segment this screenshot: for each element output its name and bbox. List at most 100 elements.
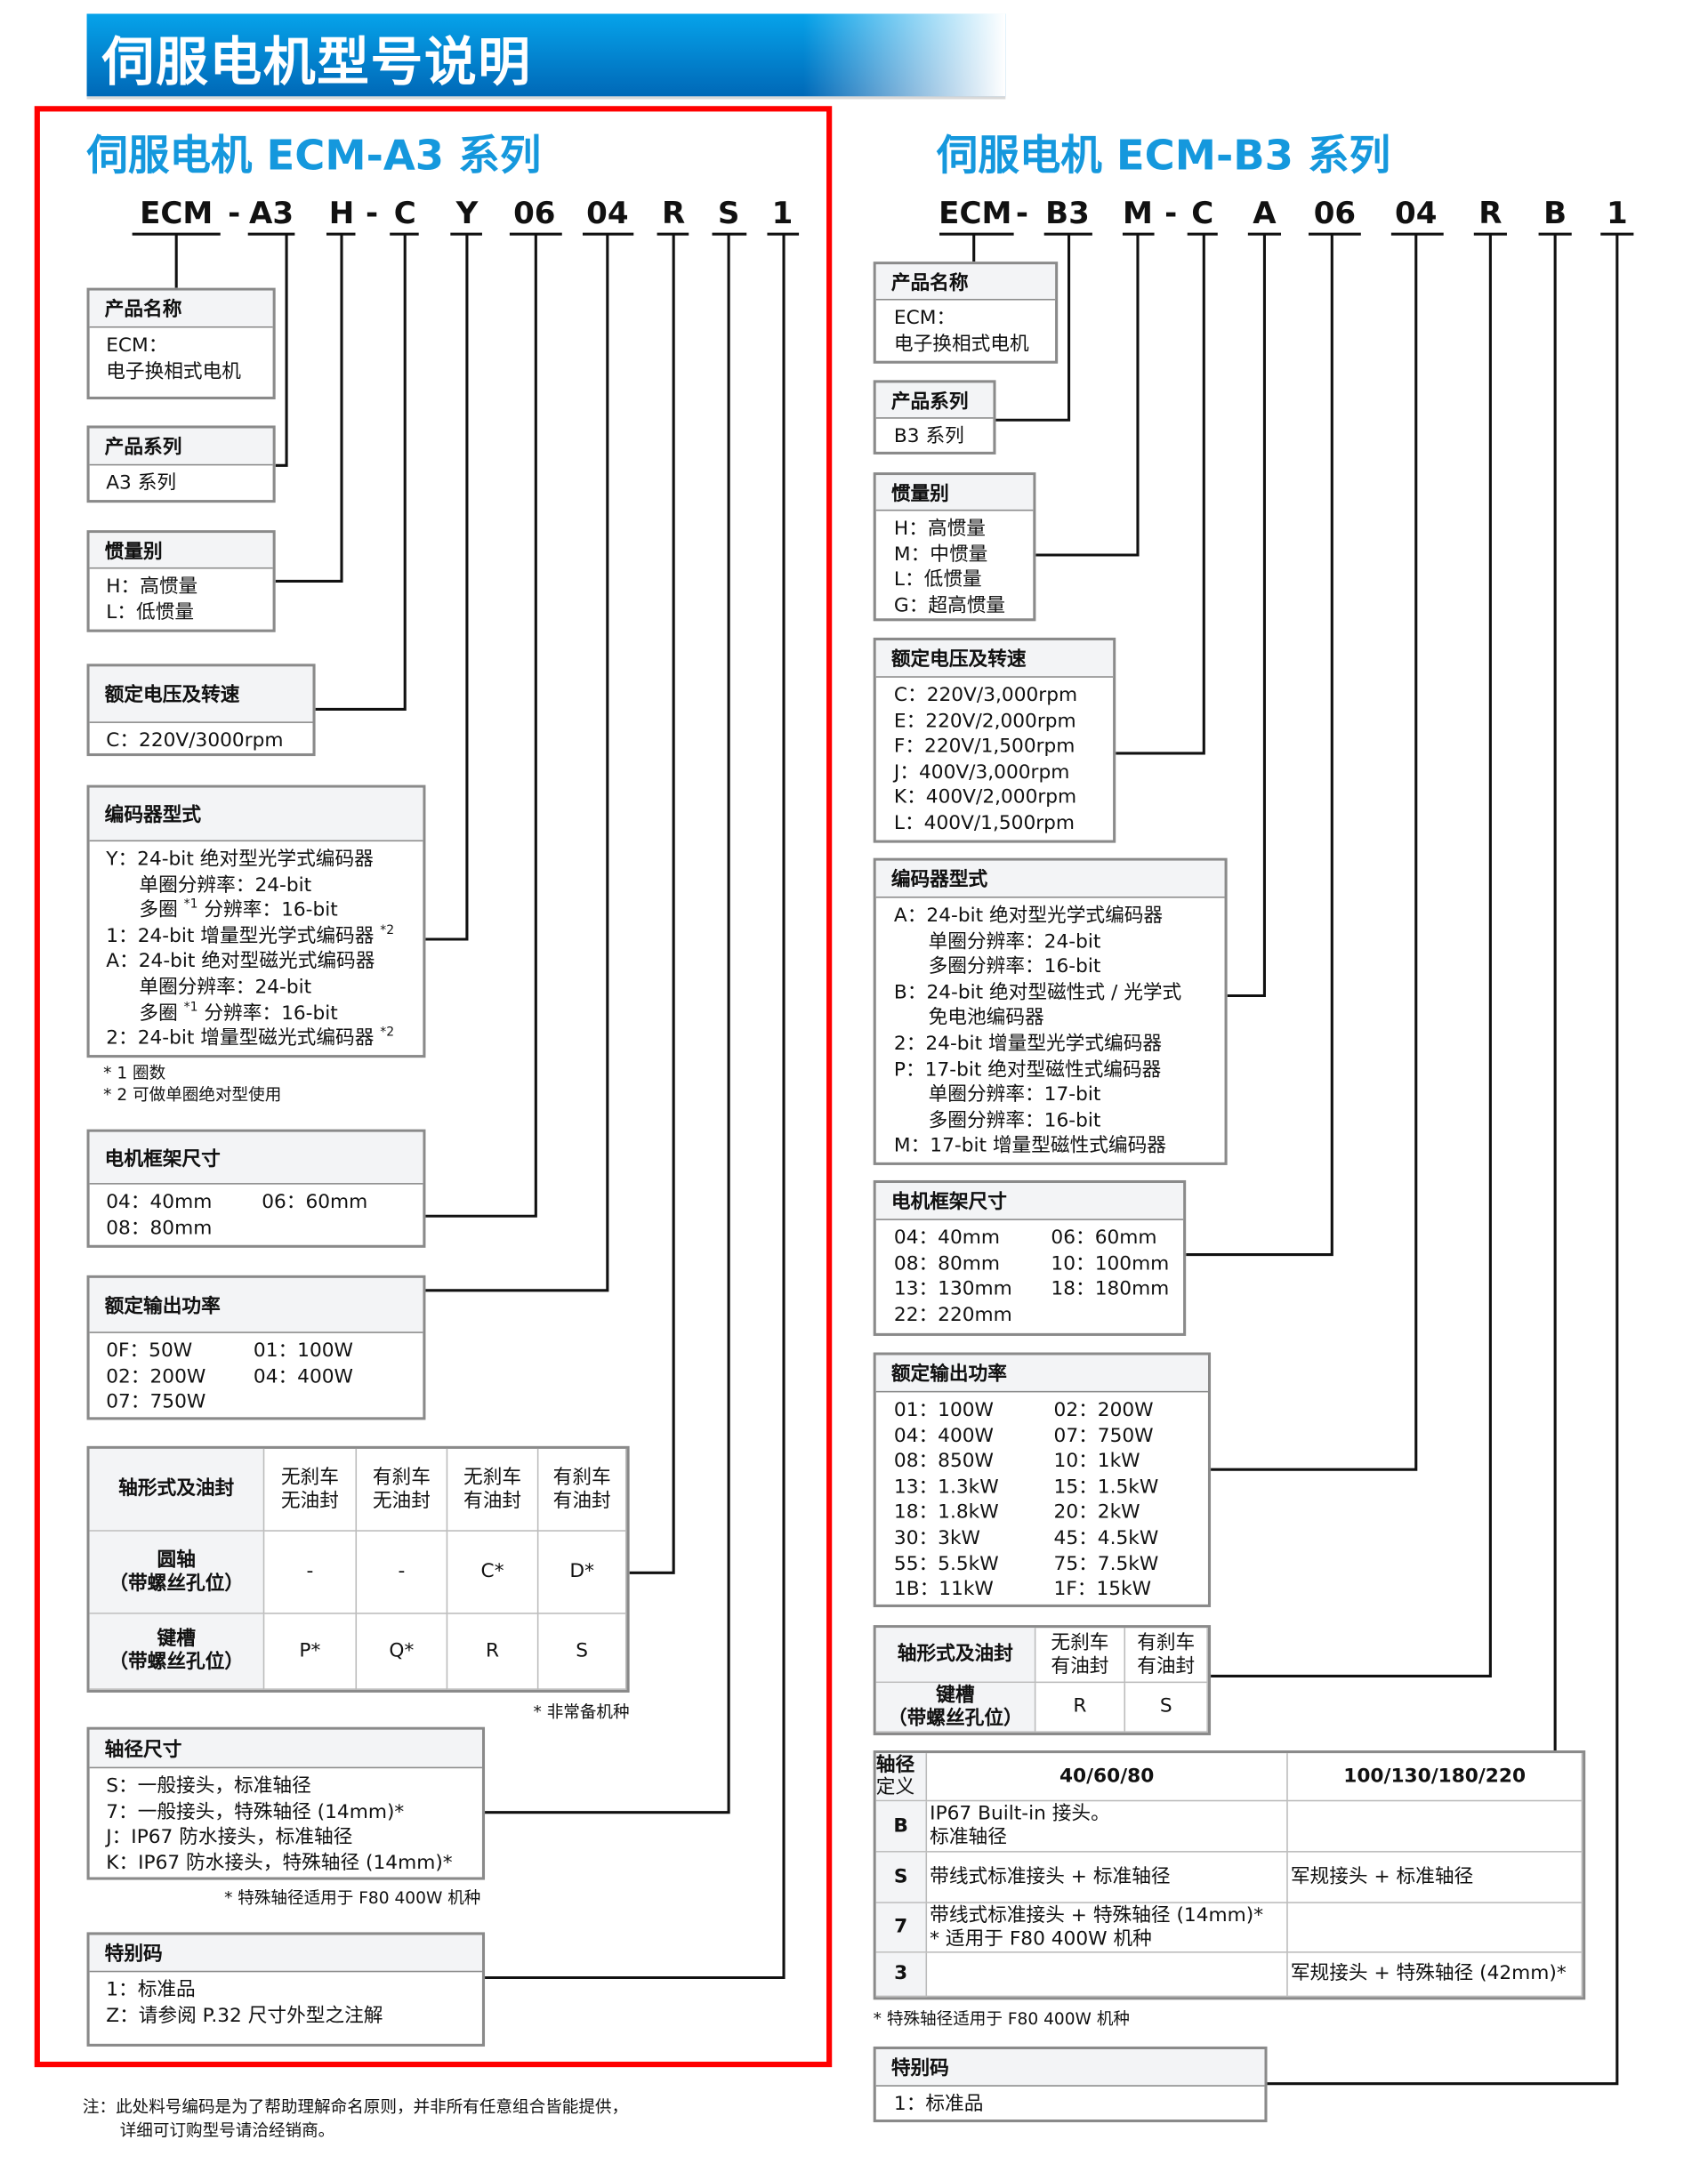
diameter-table-note: * 特殊轴径适用于 F80 400W 机种 xyxy=(873,2009,1131,2029)
connector-line xyxy=(425,234,609,1292)
line-text: J：400V/3,000rpm xyxy=(893,760,1070,784)
table-corner: 轴形式及油封 xyxy=(875,1628,1036,1684)
model-code-segment: M xyxy=(1123,197,1153,232)
encoder-note: * 1 圈数 xyxy=(103,1063,166,1083)
box-line: M：中惯量 xyxy=(894,542,1033,567)
line-text: A3 系列 xyxy=(106,472,177,495)
box-line: H：高惯量 xyxy=(894,517,1033,543)
footnote-mark: *1 xyxy=(183,897,198,913)
column-header: 有刹车无油封 xyxy=(357,1448,448,1532)
connector-line xyxy=(995,234,1071,422)
line-text: Z：请参阅 P.32 尺寸外型之注解 xyxy=(106,2004,383,2027)
shaft-table-note: * 非常备机种 xyxy=(533,1701,630,1722)
model-code-segment: B3 xyxy=(1045,197,1090,232)
table-corner: 轴径定义 xyxy=(875,1753,928,1802)
table-cell: P* xyxy=(264,1613,358,1690)
header-line: 无油封 xyxy=(280,1489,339,1512)
box-line: 2：24-bit 增量型光学式编码器 xyxy=(894,1032,1225,1058)
grid-item: 1B：11kW xyxy=(893,1578,994,1601)
box-body: B3 系列 xyxy=(876,419,994,450)
header-line: 有刹车 xyxy=(1137,1631,1196,1653)
table-cell: R xyxy=(447,1613,539,1690)
box-line: S：一般接头，标准轴径 xyxy=(106,1774,482,1799)
line-text: J：IP67 防水接头，标准轴径 xyxy=(106,1826,353,1849)
header-line: 有油封 xyxy=(1137,1654,1196,1677)
table-cell: Q* xyxy=(357,1613,448,1690)
footer-line: 详细可订购型号请洽经销商。 xyxy=(119,2120,335,2141)
line-text: L：低惯量 xyxy=(893,568,982,591)
line-text: 多圈 xyxy=(139,1002,184,1025)
box-line: B：24-bit 绝对型磁性式 / 光学式 xyxy=(894,980,1225,1006)
grid-item: 04：400W xyxy=(893,1424,995,1447)
box-line: J：IP67 防水接头，标准轴径 xyxy=(106,1825,482,1851)
box-line: 电子换相式电机 xyxy=(894,332,1055,358)
table-cell: 军规接头 + 特殊轴径 (42mm)* xyxy=(1287,1952,1583,1998)
table-cell: 军规接头 + 标准轴径 xyxy=(1287,1852,1583,1903)
model-code-segment: R xyxy=(1478,197,1503,232)
line-text: 1：24-bit 增量型光学式编码器 xyxy=(106,925,381,947)
line-text: 电子换相式电机 xyxy=(106,360,241,382)
box-body: 1：标准品 xyxy=(876,2087,1265,2118)
line-text: ECM： xyxy=(106,334,168,358)
grid-item: 06：60mm xyxy=(1051,1227,1157,1250)
line-text: 多圈分辨率：16-bit xyxy=(928,955,1101,978)
connector-line xyxy=(425,234,537,1218)
box-line: 1：24-bit 增量型光学式编码器 *2 xyxy=(106,924,423,950)
header-line: 有刹车 xyxy=(552,1466,611,1489)
box-series: 产品系列 B3 系列 xyxy=(873,380,996,455)
grid-item: 20：2kW xyxy=(1053,1501,1140,1524)
highlight-frame xyxy=(34,106,833,2068)
model-code-segment: A xyxy=(1253,197,1277,232)
connector-line xyxy=(425,234,469,941)
box-header: 额定输出功率 xyxy=(875,1355,1208,1393)
model-code-segment: ECM xyxy=(140,197,214,232)
model-code-segment: ECM xyxy=(939,197,1012,232)
connector-line xyxy=(1211,234,1492,1677)
model-code-segment: 1 xyxy=(771,197,794,232)
box-header: 额定输出功率 xyxy=(89,1277,423,1333)
cell-line: 带线式标准接头 + 特殊轴径 (14mm)* xyxy=(930,1903,1264,1927)
title-banner xyxy=(86,13,1006,100)
model-code-segment: C xyxy=(1191,197,1214,232)
box-header: 产品系列 xyxy=(875,382,994,419)
box-line: 单圈分辨率：17-bit xyxy=(894,1082,1225,1108)
box-line: J：400V/3,000rpm xyxy=(894,760,1113,785)
grid-item: 15：1.5kW xyxy=(1053,1476,1159,1499)
box-line: C：220V/3,000rpm xyxy=(894,683,1113,709)
box-body: ECM：电子换相式电机 xyxy=(876,301,1055,358)
footer-note: 注：此处料号编码是为了帮助理解命名原则，并非所有任意组合皆能提供， 详细可订购型… xyxy=(83,2096,628,2144)
box-line: B3 系列 xyxy=(894,424,993,450)
grid-item: 01：100W xyxy=(893,1399,995,1421)
box-line: F：220V/1,500rpm xyxy=(894,735,1113,760)
box-line: L：低惯量 xyxy=(106,599,272,625)
cell-line: 军规接头 + 标准轴径 xyxy=(1290,1865,1474,1888)
box-line: 多圈分辨率：16-bit xyxy=(894,1108,1225,1134)
grid-item: 75：7.5kW xyxy=(1053,1552,1159,1575)
grid-item: 1F：15kW xyxy=(1053,1578,1152,1601)
connector-line xyxy=(315,234,407,711)
grid-item: 18：1.8kW xyxy=(893,1501,999,1524)
box-line: L：400V/1,500rpm xyxy=(894,811,1113,837)
footnote-mark: *1 xyxy=(183,1001,198,1015)
connector-line xyxy=(1227,234,1266,998)
connector-line xyxy=(485,234,786,1980)
label-line: （带螺丝孔位） xyxy=(109,1651,245,1674)
grid-item: 04：40mm xyxy=(893,1227,1000,1250)
line-text: 多圈分辨率：16-bit xyxy=(928,1109,1101,1132)
page-title: 伺服电机型号说明 xyxy=(101,31,532,93)
model-code-segment: 04 xyxy=(1395,197,1438,232)
model-code-segment: A3 xyxy=(248,197,294,232)
model-code-segment: S xyxy=(717,197,740,232)
grid-item: 55：5.5kW xyxy=(893,1552,999,1575)
line-text: P：17-bit 绝对型磁性式编码器 xyxy=(893,1058,1162,1081)
grid-item: 06：60mm xyxy=(262,1191,368,1214)
line-text: C：220V/3,000rpm xyxy=(893,684,1078,707)
